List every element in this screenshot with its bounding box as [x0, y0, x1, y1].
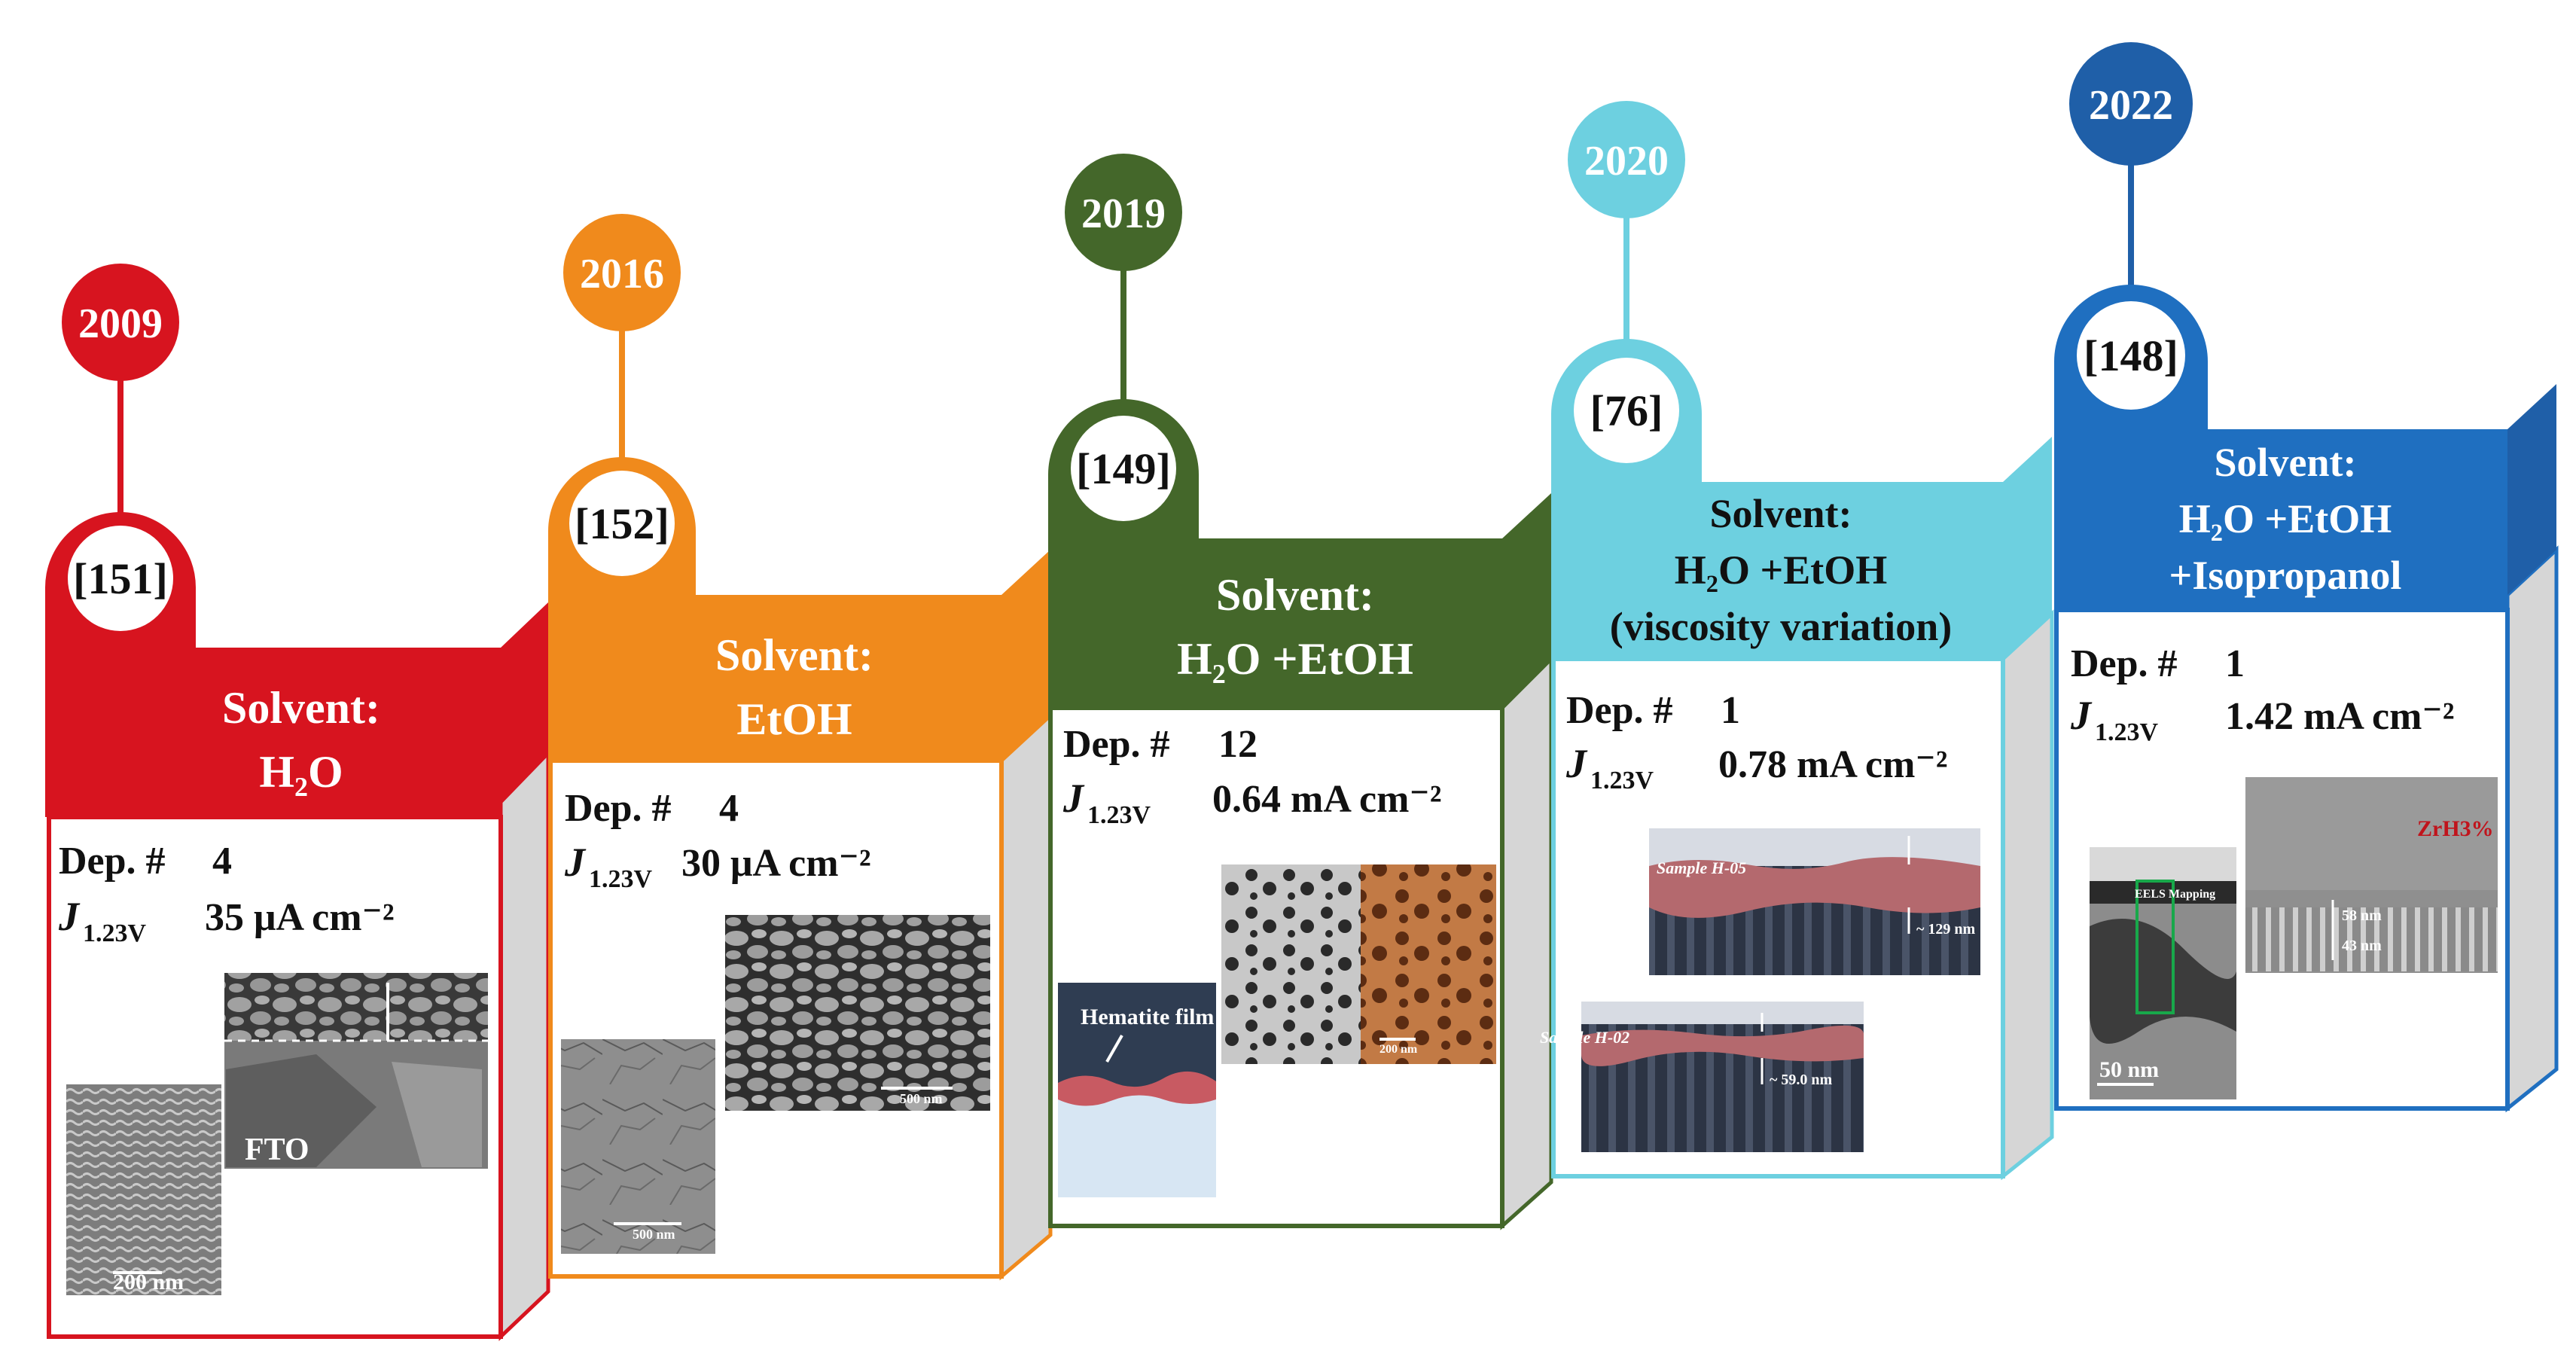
reference-label: [76] [1590, 386, 1663, 435]
panel-3d-side [498, 748, 550, 1341]
dep-value: 12 [1218, 723, 1258, 766]
year-label: 2019 [1081, 191, 1166, 237]
j-symbol: J [1565, 741, 1588, 786]
j-value: 30 μA cm⁻² [681, 842, 871, 885]
ref-circle [1071, 416, 1176, 521]
panel-3d-side [1500, 654, 1553, 1230]
timeline-entry-2022: 2022 [148] Solvent: H₂O +EtOH +Isopropan… [2054, 42, 2559, 1113]
scale-bar-label: 500 nm [900, 1091, 943, 1106]
year-badge [563, 214, 681, 331]
solvent-line-1: Solvent: [222, 683, 380, 733]
fto-label: FTO [245, 1133, 309, 1167]
year-badge [62, 264, 179, 381]
dep-value: 1 [1721, 689, 1740, 732]
dep-value: 4 [719, 787, 739, 830]
sample-label: Sample H-02 [1540, 1028, 1629, 1047]
sem-cracked-film-image: 500 nm [561, 1039, 715, 1254]
ref-circle [68, 526, 173, 631]
sem-nanoworm-image: 200 nm [66, 1084, 221, 1295]
dep-value: 4 [212, 840, 232, 883]
reference-label: [152] [575, 499, 669, 548]
panel-3d-side [999, 711, 1053, 1281]
sem-cross-section-fto-image: FTO [224, 973, 488, 1169]
panel-3d-top [1001, 550, 1050, 761]
solvent-line-1: Solvent: [2215, 440, 2357, 485]
year-badge [1065, 154, 1182, 271]
j-value: 35 μA cm⁻² [205, 896, 395, 939]
thickness-label: ~ 129 nm [1916, 921, 1976, 938]
j-subscript: 1.23V [1087, 801, 1151, 829]
year-badge [2069, 42, 2193, 166]
j-subscript: 1.23V [83, 919, 147, 947]
timeline-entry-2020: 2020 [76] Solvent: H₂O +EtOH (viscosity … [1540, 101, 2054, 1181]
thickness-label-top: 58 nm [2342, 907, 2382, 924]
sample-label: Sample H-05 [1657, 858, 1746, 877]
year-label: 2016 [580, 251, 664, 297]
solvent-line-1: Solvent: [1216, 570, 1374, 620]
timeline-entry-2019: 2019 [149] Solvent: H₂O +EtOH Dep. # 12 … [1048, 154, 1553, 1230]
ref-circle [2077, 301, 2185, 410]
eels-label: EELS Mapping [2135, 888, 2215, 901]
sem-porous-orange-image: 200 nm [1361, 864, 1496, 1064]
solvent-line-1: Solvent: [1710, 491, 1852, 536]
sem-porous-gray-image [1221, 864, 1361, 1064]
scale-bar-label: 500 nm [633, 1227, 675, 1242]
reference-label: [149] [1076, 444, 1171, 493]
scale-bar-label: 50 nm [2099, 1057, 2159, 1082]
dep-label: Dep. # [2071, 642, 2178, 685]
solvent-line-2: EtOH [736, 694, 852, 744]
j-subscript: 1.23V [1590, 767, 1654, 794]
zrh3-cross-section-image: ZrH3% 58 nm 43 nm [2245, 777, 2498, 973]
year-badge [1568, 101, 1685, 218]
solvent-line-1: Solvent: [715, 630, 873, 680]
solvent-line-2: H₂O [259, 747, 343, 797]
reference-label: [151] [73, 554, 168, 603]
year-label: 2020 [1584, 138, 1669, 184]
j-subscript: 1.23V [589, 865, 653, 893]
solvent-line-2: H₂O +EtOH [1177, 634, 1413, 684]
j-symbol: J [58, 894, 81, 939]
ref-circle [569, 471, 675, 576]
panel-3d-top [501, 602, 548, 802]
sem-grains-image: 500 nm [725, 915, 990, 1111]
zrh3-label: ZrH3% [2417, 816, 2494, 841]
thickness-label-bottom: 43 nm [2342, 938, 2382, 954]
thickness-label: ~ 59.0 nm [1770, 1072, 1833, 1088]
panel-3d-top [2507, 384, 2556, 595]
solvent-line-2: H₂O +EtOH [1675, 547, 1887, 593]
hematite-film-cross-section-image: Hematite film [1058, 983, 1216, 1197]
solvent-line-3: +Isopropanol [2169, 553, 2402, 598]
dep-label: Dep. # [1063, 723, 1170, 766]
scale-bar-label: 200 nm [1379, 1043, 1418, 1056]
panel-3d-top [2003, 437, 2052, 659]
panel-3d-top [1502, 493, 1551, 708]
solvent-line-2: H₂O +EtOH [2179, 496, 2392, 541]
j-subscript: 1.23V [2095, 718, 2159, 746]
j-value: 0.78 mA cm⁻² [1718, 743, 1947, 786]
dep-label: Dep. # [59, 840, 166, 883]
panel-3d-side [2505, 545, 2559, 1113]
ref-circle [1574, 358, 1679, 463]
panel-3d-side [2001, 609, 2054, 1181]
year-label: 2022 [2089, 82, 2173, 129]
j-symbol: J [2070, 693, 2093, 738]
sample-h02-cross-section-image: Sample H-02 ~ 59.0 nm [1540, 1002, 1864, 1152]
solvent-line-3: (viscosity variation) [1610, 604, 1952, 649]
dep-value: 1 [2225, 642, 2245, 685]
dep-label: Dep. # [565, 787, 672, 830]
scale-bar-label: 200 nm [113, 1270, 184, 1294]
j-value: 0.64 mA cm⁻² [1212, 778, 1441, 821]
year-label: 2009 [78, 300, 163, 347]
j-symbol: J [564, 840, 587, 885]
timeline-entry-2016: 2016 [152] Solvent: EtOH Dep. # 4 J 1.23… [548, 214, 1053, 1281]
dep-label: Dep. # [1566, 689, 1673, 732]
reference-label: [148] [2084, 331, 2178, 380]
j-value: 1.42 mA cm⁻² [2225, 695, 2454, 738]
eels-mapping-image: EELS Mapping 50 nm [2090, 847, 2236, 1099]
timeline-entry-2009: 2009 [151] Solvent: H₂O Dep. # 4 J 1.23V… [45, 264, 550, 1341]
sample-h05-cross-section-image: Sample H-05 ~ 129 nm [1649, 828, 1980, 975]
hematite-film-label: Hematite film [1081, 1005, 1214, 1029]
j-symbol: J [1062, 776, 1085, 821]
